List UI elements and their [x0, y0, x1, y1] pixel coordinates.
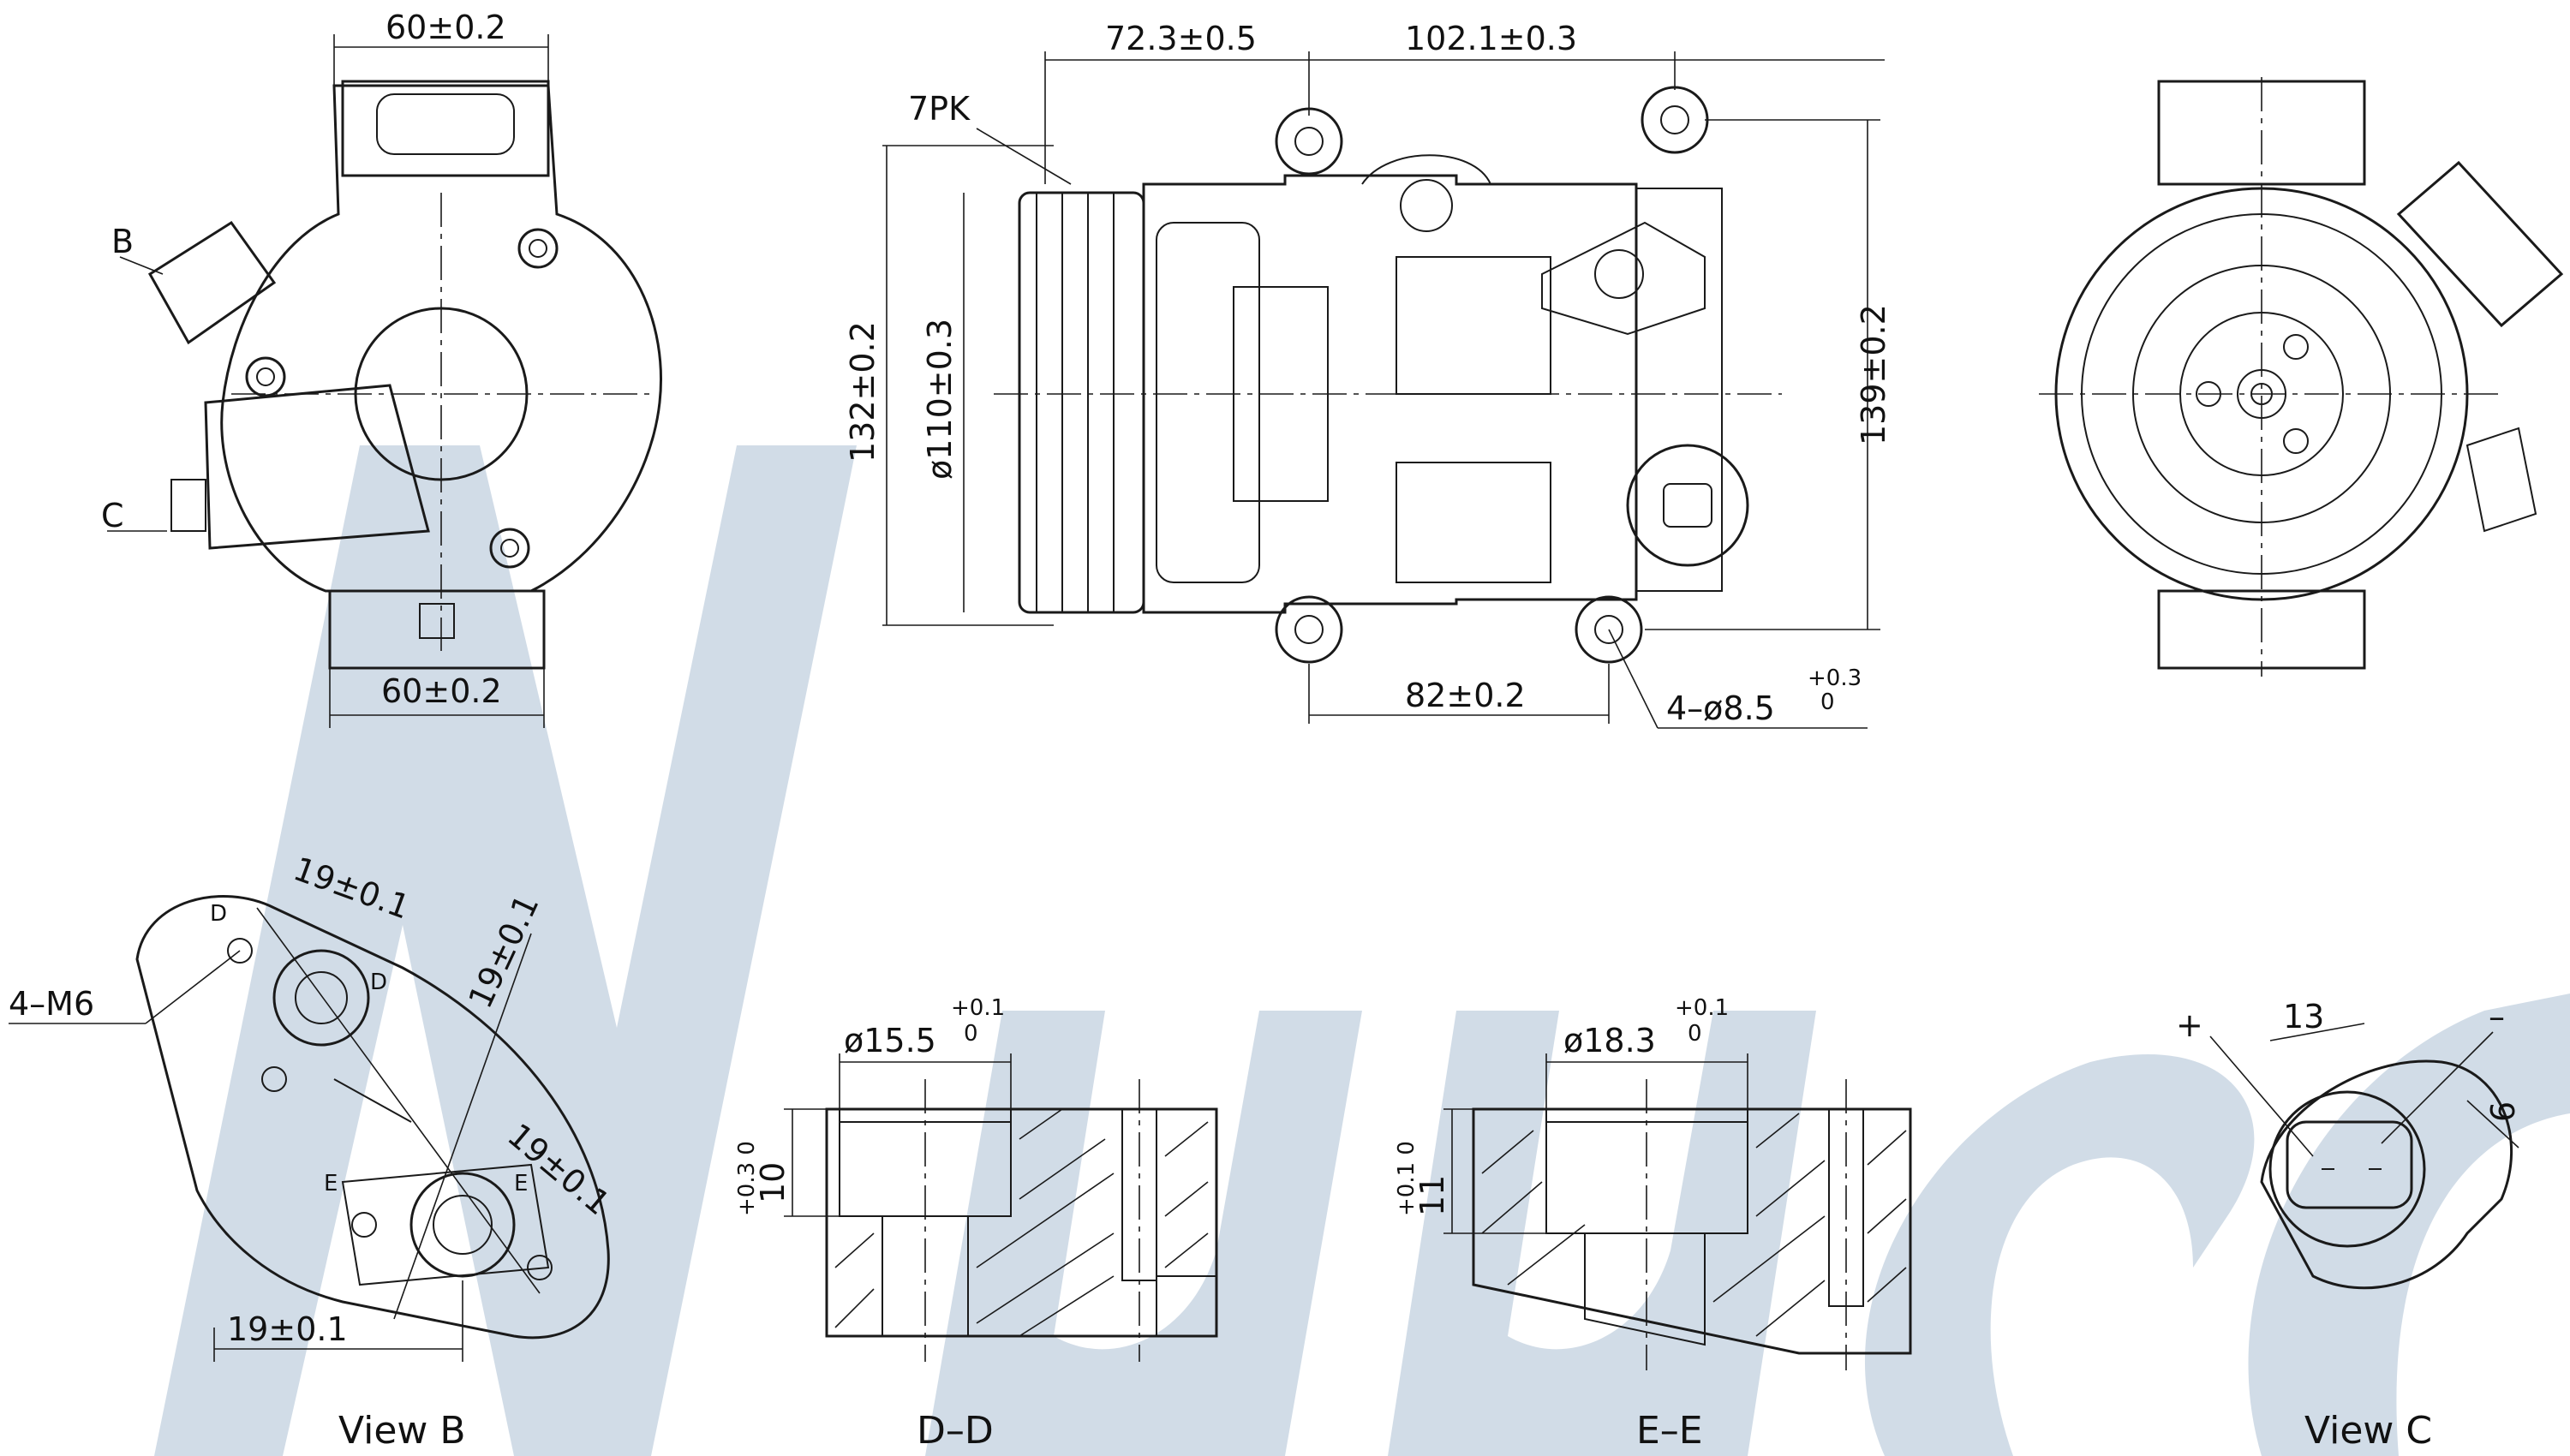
- view-c: [2209, 1031, 2513, 1290]
- dim-bottom-width: 60±0.2: [381, 672, 502, 710]
- hatch-dd: [834, 1108, 1209, 1337]
- view-b: [135, 895, 610, 1340]
- label-e1: E: [324, 1171, 338, 1196]
- rear-view: [147, 80, 662, 670]
- caption-view-c: View C: [2304, 1409, 2432, 1453]
- label-c: C: [101, 497, 124, 534]
- dim-dd-depth: 10: [754, 1162, 792, 1203]
- side-view-dimensions: 72.3±0.5 102.1±0.3 7PK 132±0.2 ø110±0.3 …: [844, 20, 1892, 729]
- rear-view-dimensions: 60±0.2 60±0.2 B C: [101, 9, 549, 728]
- dim-holes: 4–ø8.5: [1666, 689, 1775, 727]
- front-view: [2039, 77, 2564, 677]
- section-dd-dimensions: ø15.5 +0.1 0 10 +0.3 0 D–D: [734, 995, 1012, 1453]
- dim-c-6: 6: [2484, 1101, 2522, 1122]
- caption-section-ee: E–E: [1636, 1409, 1703, 1453]
- dim-height-139: 139±0.2: [1855, 304, 1892, 445]
- view-c-dimensions: + – 13 6 View C: [2176, 998, 2522, 1453]
- dim-holes-tol-up: +0.3: [1808, 665, 1862, 691]
- dim-ee-tol-up: +0.1: [1675, 995, 1729, 1021]
- dim-dd-dia: ø15.5: [844, 1022, 936, 1059]
- side-view: [994, 86, 1782, 664]
- dim-b19d: 19±0.1: [227, 1310, 348, 1348]
- dim-dia-110: ø110±0.3: [921, 319, 959, 480]
- dim-dd-tol-low: 0: [964, 1021, 978, 1047]
- label-minus: –: [2489, 998, 2505, 1035]
- label-d1: D: [210, 901, 227, 927]
- section-ee-dimensions: ø18.3 +0.1 0 11 +0.1 0 E–E: [1394, 995, 1748, 1453]
- dim-top-width: 60±0.2: [386, 9, 506, 46]
- dim-ee-depth: 11: [1414, 1175, 1451, 1216]
- dim-ee-depth-tol: +0.1 0: [1394, 1141, 1419, 1216]
- section-dd: [825, 1079, 1218, 1362]
- dim-holes-tol-low: 0: [1820, 689, 1835, 715]
- dim-dd-tol-up: +0.1: [951, 995, 1005, 1021]
- dim-dd-depth-tol: +0.3 0: [734, 1141, 760, 1216]
- dim-hole-spacing: 82±0.2: [1405, 677, 1526, 714]
- caption-view-b: View B: [338, 1409, 466, 1453]
- hatch-ee: [1481, 1113, 1907, 1337]
- dim-span-right: 102.1±0.3: [1405, 20, 1577, 57]
- label-e2: E: [514, 1171, 528, 1196]
- dim-height-132: 132±0.2: [844, 321, 882, 462]
- caption-section-dd: D–D: [917, 1409, 994, 1453]
- section-ee: [1472, 1079, 1912, 1370]
- dim-c-13: 13: [2283, 998, 2324, 1035]
- dim-ee-tol-low: 0: [1688, 1021, 1702, 1047]
- label-plus: +: [2176, 1006, 2203, 1044]
- label-d2: D: [370, 970, 387, 995]
- label-b: B: [111, 223, 134, 260]
- label-belt: 7PK: [908, 90, 971, 128]
- dim-m6: 4–M6: [9, 985, 94, 1023]
- dim-span-left: 72.3±0.5: [1105, 20, 1257, 57]
- dim-ee-dia: ø18.3: [1563, 1022, 1656, 1059]
